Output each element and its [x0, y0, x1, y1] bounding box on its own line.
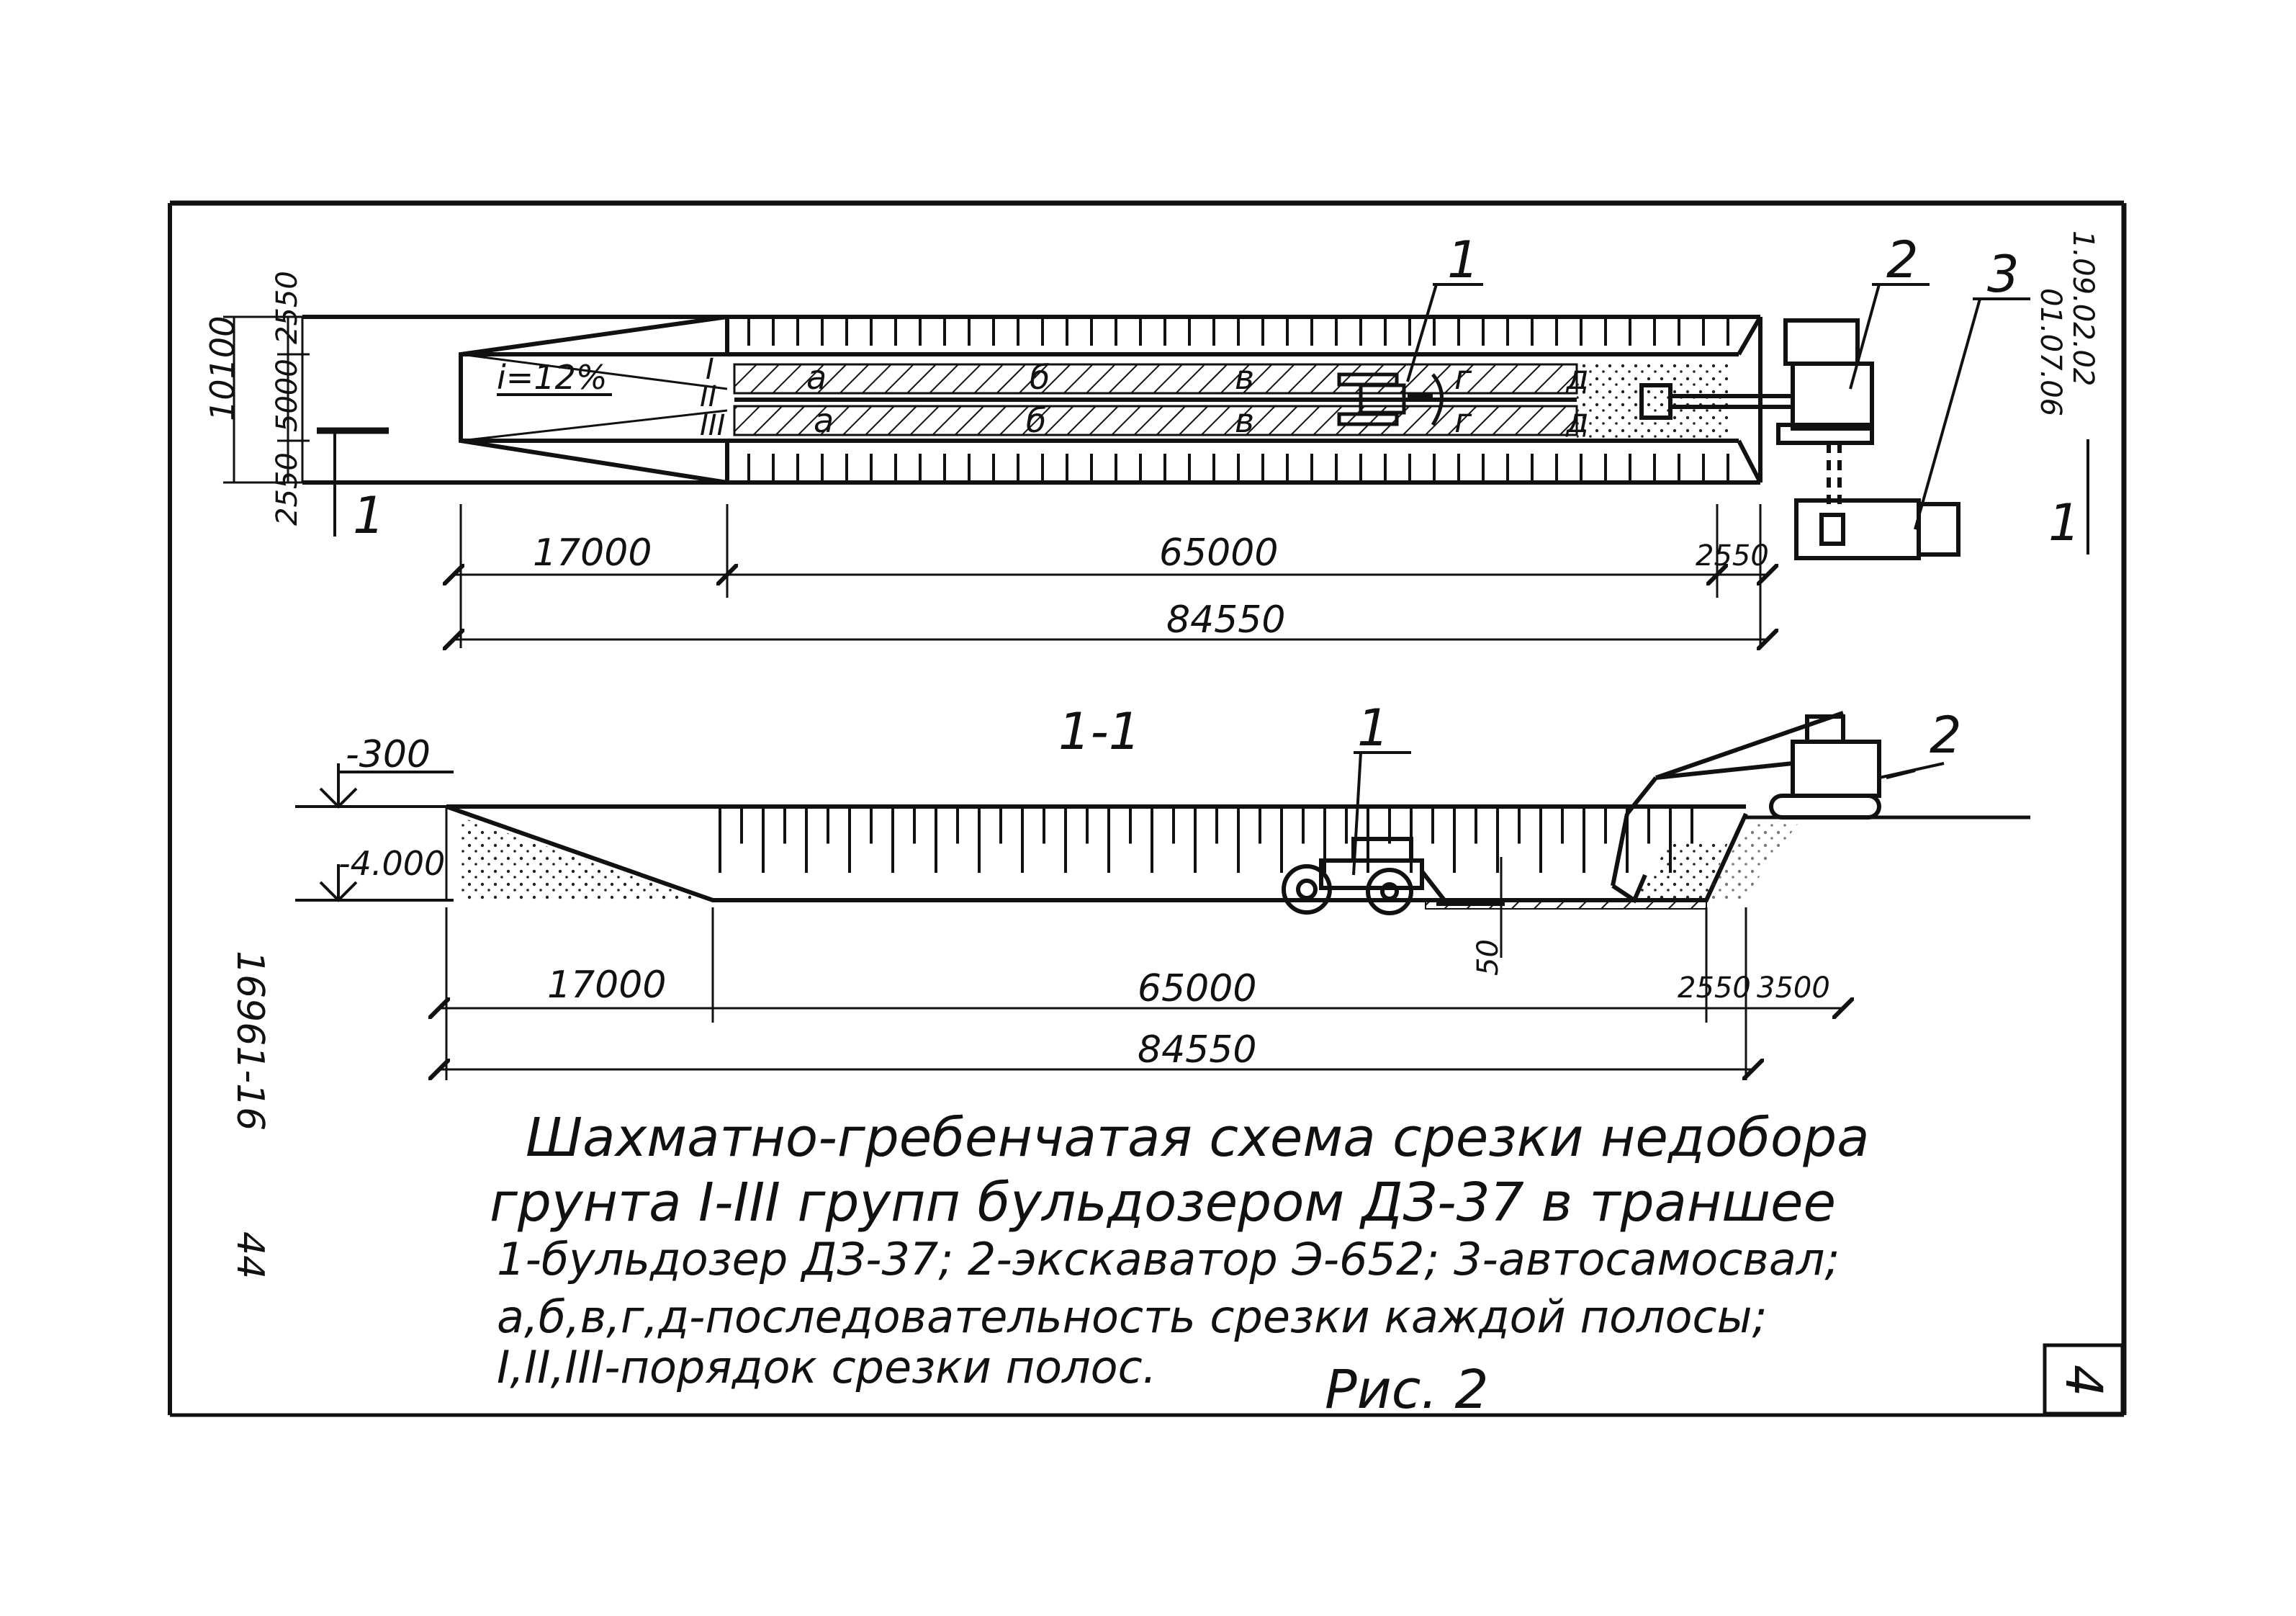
section-dim-17000: 17000: [547, 964, 666, 1007]
section-title: 1-1: [1058, 702, 1140, 761]
callout-2-plan: 2: [1886, 230, 1919, 289]
strip-letter-g-bottom: г: [1454, 401, 1472, 440]
dim-2550-bottom: 2550: [271, 452, 304, 526]
section-view: 1-1 -300 -4.000: [295, 699, 2030, 1080]
section-dim-65000: 65000: [1138, 967, 1256, 1010]
strip-letter-v-top: в: [1235, 358, 1254, 397]
excavator-plan-icon: [1639, 318, 1874, 504]
section-dim-3500: 3500: [1757, 971, 1830, 1005]
section-mark-left: 1: [353, 486, 385, 545]
strip-letter-b-bottom: б: [1026, 401, 1046, 440]
slope-label: i=12%: [497, 358, 608, 397]
strip-letter-b-top: б: [1030, 358, 1050, 397]
dim-5000: 5000: [271, 359, 304, 432]
row-mark-2: II: [700, 380, 717, 413]
row-mark-1: I: [706, 353, 714, 386]
plan-view: 10100 2550 5000 2550 1 1 i=12% I II III …: [203, 230, 2089, 648]
sheet-number: 4: [2054, 1365, 2113, 1397]
dim-10100: 10100: [203, 316, 242, 421]
callout-1-plan: 1: [1447, 230, 1480, 289]
callout-1-section: 1: [1357, 699, 1390, 758]
bulldozer-section-icon: [1282, 837, 1505, 915]
plan-dim-65000: 65000: [1159, 531, 1278, 575]
dump-truck-plan-icon: [1794, 498, 1960, 560]
plan-dim-84550: 84550: [1166, 598, 1285, 642]
strip-letter-a-top: а: [806, 358, 827, 397]
caption-title-line1: Шахматно-гребенчатая схема срезки недобо…: [526, 1107, 1870, 1169]
strip-row-upper: [733, 363, 1578, 395]
sheet-frame: [168, 200, 2127, 1417]
bulldozer-plan-icon: [1337, 372, 1444, 426]
strip-letter-v-bottom: в: [1235, 401, 1254, 440]
plan-dim-2550: 2550: [1696, 539, 1769, 573]
dim-2550-top: 2550: [271, 271, 304, 344]
figure-label: Рис. 2: [1325, 1359, 1489, 1421]
page-number-left: 44: [228, 1231, 271, 1279]
comb-ticks-top: [747, 317, 1729, 346]
doc-code: 16961-16: [228, 951, 271, 1131]
caption-title-line2: грунта I-III групп бульдозером ДЗ-37 в т…: [490, 1172, 1836, 1234]
level-minus-4000: -4.000: [338, 844, 445, 883]
plan-dim-17000: 17000: [533, 531, 652, 575]
section-dim-2550: 2550: [1678, 971, 1751, 1005]
section-mark-right: 1: [2048, 493, 2081, 552]
soil-pile-plan: [1577, 360, 1728, 439]
row-mark-3: III: [700, 409, 725, 442]
approval-date-1: 1.09.02.02: [2066, 230, 2099, 386]
strip-letter-d-top: д: [1565, 358, 1589, 397]
caption: Шахматно-гребенчатая схема срезки недобо…: [490, 1107, 1870, 1421]
caption-legend-3: I,II,III-порядок срезки полос.: [497, 1341, 1156, 1393]
callout-2-section: 2: [1930, 706, 1962, 765]
ramp-soil-section: [461, 817, 706, 900]
level-minus-300: -300: [346, 733, 431, 776]
excavator-section-icon: [1611, 711, 1881, 904]
comb-ticks-section: [719, 808, 1693, 873]
strip-letter-d-bottom: д: [1565, 401, 1589, 440]
comb-ticks-bottom: [747, 454, 1729, 482]
approval-date-2: 01.07.06: [2034, 288, 2067, 416]
caption-legend-1: 1-бульдозер ДЗ-37; 2-экскаватор Э-652; 3…: [497, 1233, 1840, 1285]
callout-3-plan: 3: [1987, 245, 2020, 304]
strip-letter-a-bottom: а: [814, 401, 834, 440]
strip-row-lower: [733, 405, 1578, 436]
strip-letter-g-top: г: [1454, 358, 1472, 397]
caption-legend-2: а,б,в,г,д-последовательность срезки кажд…: [497, 1290, 1768, 1343]
section-dim-84550: 84550: [1138, 1028, 1256, 1072]
dim-50: 50: [1472, 939, 1505, 976]
